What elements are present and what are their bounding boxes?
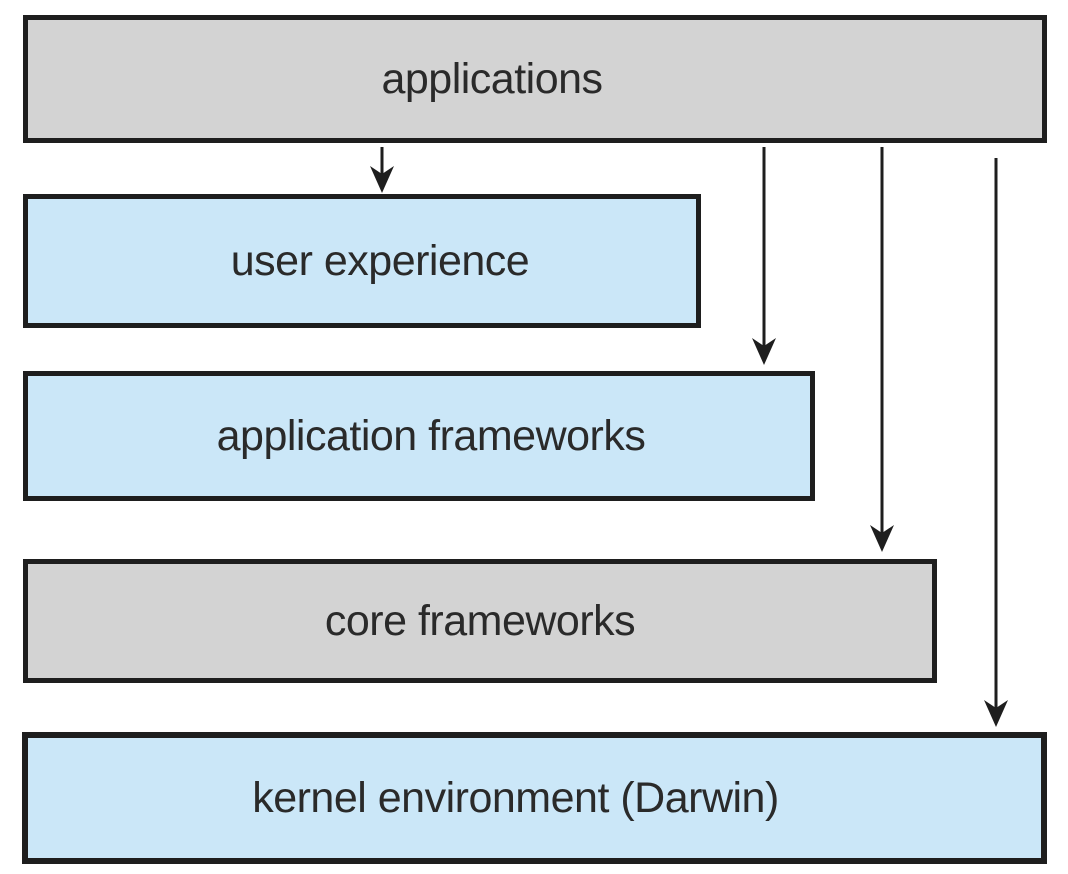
layer-label-application-frameworks: application frameworks (216, 411, 646, 460)
arrow-applications-to-core-frameworks (870, 147, 894, 552)
layer-box-applications: applications (23, 15, 1047, 143)
arrow-applications-to-user-experience (370, 147, 394, 193)
arrow-applications-to-kernel-environment (984, 158, 1008, 727)
layer-box-user-experience: user experience (23, 194, 701, 328)
arrow-applications-to-application-frameworks (752, 147, 776, 365)
layer-label-core-frameworks: core frameworks (324, 596, 636, 645)
layer-box-core-frameworks: core frameworks (23, 559, 937, 683)
layer-label-user-experience: user experience (230, 236, 530, 285)
layer-box-application-frameworks: application frameworks (23, 371, 815, 501)
layer-label-applications: applications (381, 54, 603, 103)
layer-label-kernel-environment: kernel environment (Darwin) (252, 773, 779, 822)
layer-box-kernel-environment: kernel environment (Darwin) (22, 732, 1047, 864)
